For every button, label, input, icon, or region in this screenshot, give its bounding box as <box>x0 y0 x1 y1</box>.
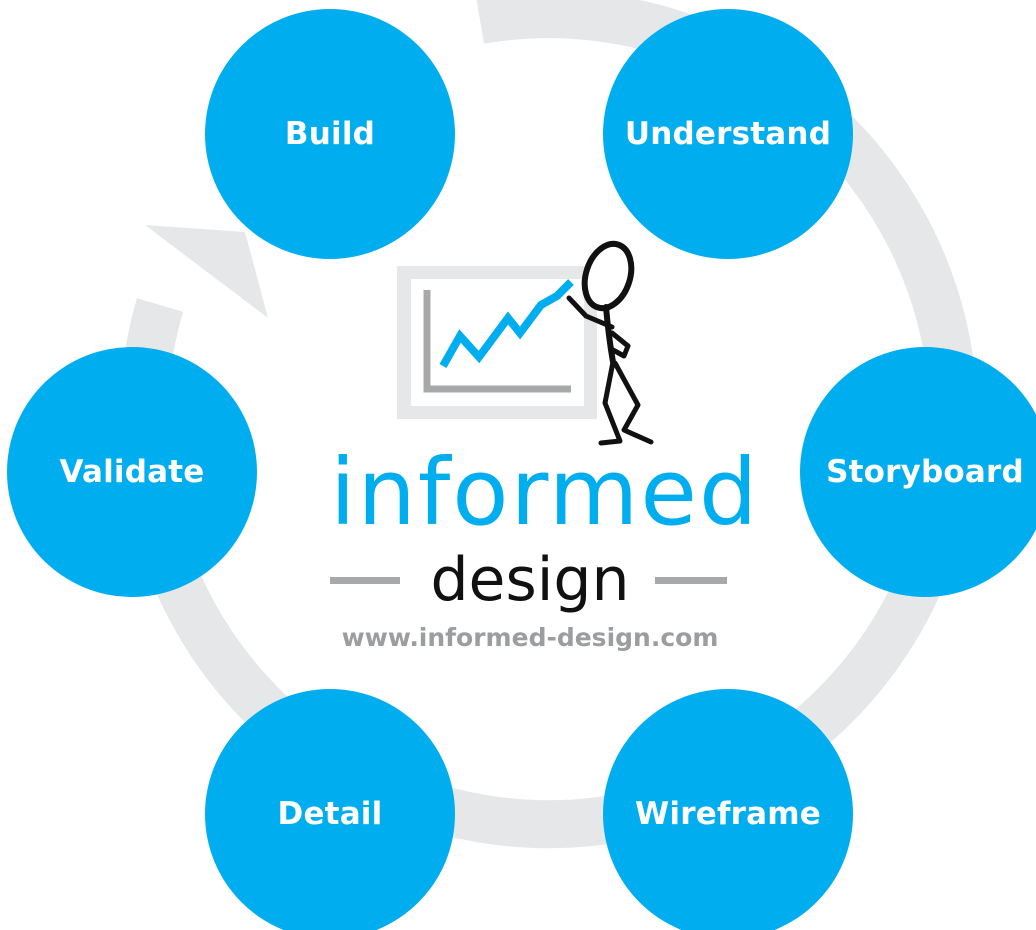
logo-word-informed: informed <box>330 439 760 546</box>
stick-figure-icon <box>566 240 654 446</box>
logo-rule-left <box>330 577 400 584</box>
stage-label: Wireframe <box>635 796 821 832</box>
stage-wireframe[interactable]: Wireframe <box>603 689 853 930</box>
chart-board-icon <box>397 266 597 419</box>
stage-label: Storyboard <box>826 454 1024 490</box>
stage-detail[interactable]: Detail <box>205 689 455 930</box>
stage-label: Detail <box>277 796 383 832</box>
stage-validate[interactable]: Validate <box>7 347 257 597</box>
logo-rule-right <box>655 577 727 584</box>
logo-word-design: design <box>430 545 630 615</box>
stage-storyboard[interactable]: Storyboard <box>800 347 1036 597</box>
stage-label: Validate <box>59 454 205 490</box>
stage-build[interactable]: Build <box>205 9 455 259</box>
logo-website-url: www.informed-design.com <box>341 623 719 652</box>
cycle-arrowhead-icon <box>145 225 268 318</box>
stage-label: Understand <box>624 116 832 152</box>
stage-understand[interactable]: Understand <box>603 9 853 259</box>
stage-label: Build <box>284 116 376 152</box>
